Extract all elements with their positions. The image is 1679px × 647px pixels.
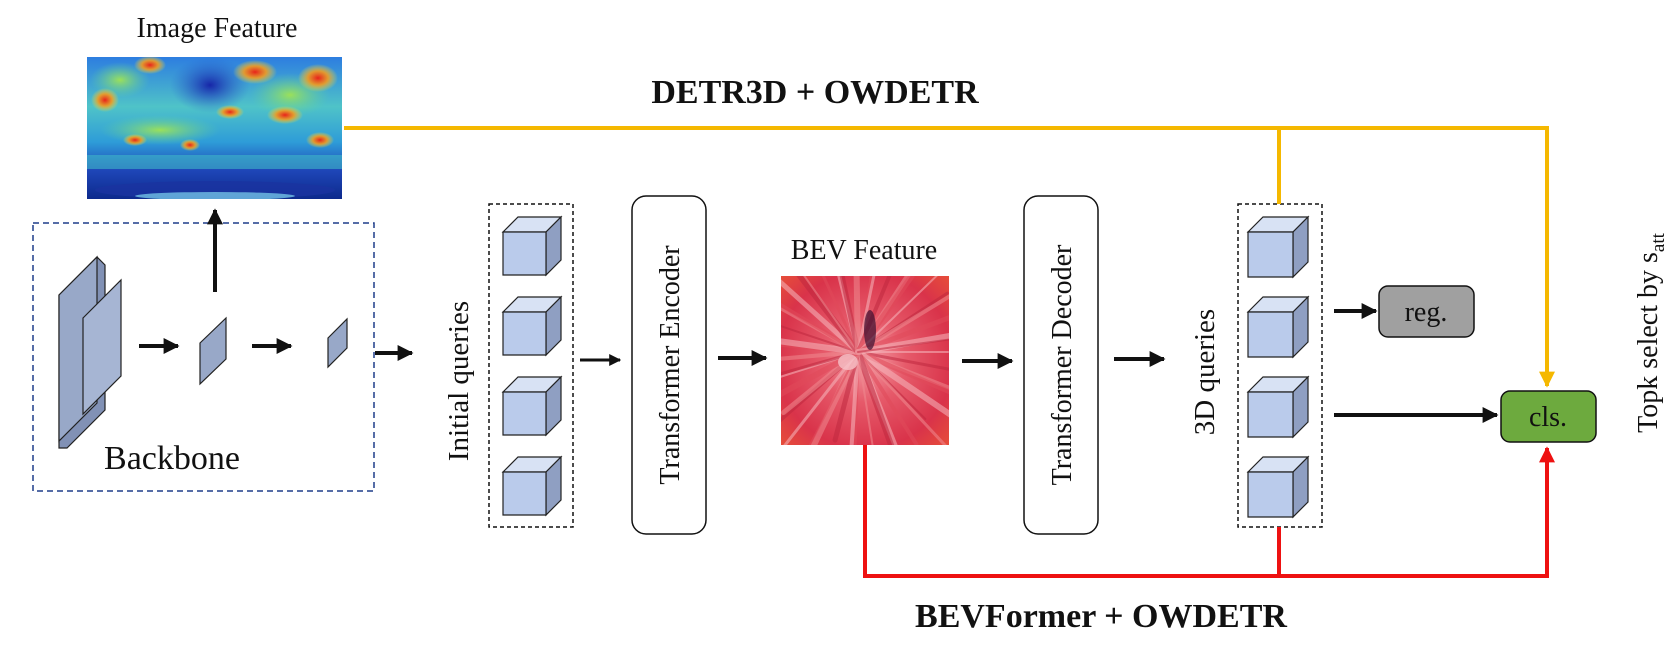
backbone-layers <box>58 255 348 449</box>
cube-icon <box>501 455 563 517</box>
topk-select-text: Topk select by s <box>1633 252 1664 433</box>
reg-label: reg. <box>1405 297 1448 328</box>
bev-feature-label: BEV Feature <box>791 235 937 266</box>
backbone-arrows <box>139 208 414 361</box>
image-feature-label: Image Feature <box>137 13 298 44</box>
detr3d-owdetr-label: DETR3D + OWDETR <box>651 74 979 111</box>
queries-3d-cubes <box>1246 215 1310 519</box>
initial-queries-label: Initial queries <box>443 301 475 461</box>
heatmap-image <box>87 57 342 199</box>
svg-text:Topk select by satt: Topk select by satt <box>1633 232 1669 433</box>
cube-icon <box>1246 375 1310 439</box>
initial-queries-cubes <box>501 215 563 517</box>
cube-icon <box>1246 215 1310 279</box>
backbone-box <box>32 222 375 492</box>
backbone-label: Backbone <box>104 440 240 477</box>
initial-queries-box <box>488 203 574 528</box>
detr3d-path <box>344 126 1555 388</box>
bev-feature-image <box>781 276 949 445</box>
cube-icon <box>1246 455 1310 519</box>
topk-subscript: att <box>1648 232 1669 252</box>
cube-icon <box>501 375 563 437</box>
bevformer-owdetr-label: BEVFormer + OWDETR <box>915 598 1287 635</box>
cube-icon <box>501 215 563 277</box>
cls-box <box>1500 390 1597 443</box>
topk-select-label: Topk select by satt <box>1633 232 1669 433</box>
reg-box <box>1378 285 1475 338</box>
queries-3d-label: 3D queries <box>1189 309 1221 435</box>
cls-label: cls. <box>1529 402 1567 433</box>
transformer-encoder-label: Transformer Encoder <box>655 245 686 485</box>
transformer-decoder-box <box>1023 195 1099 535</box>
transformer-encoder-box <box>631 195 707 535</box>
cube-icon <box>1246 295 1310 359</box>
bevformer-path <box>863 445 1555 578</box>
transformer-decoder-label: Transformer Decoder <box>1047 244 1078 485</box>
cube-icon <box>501 295 563 357</box>
